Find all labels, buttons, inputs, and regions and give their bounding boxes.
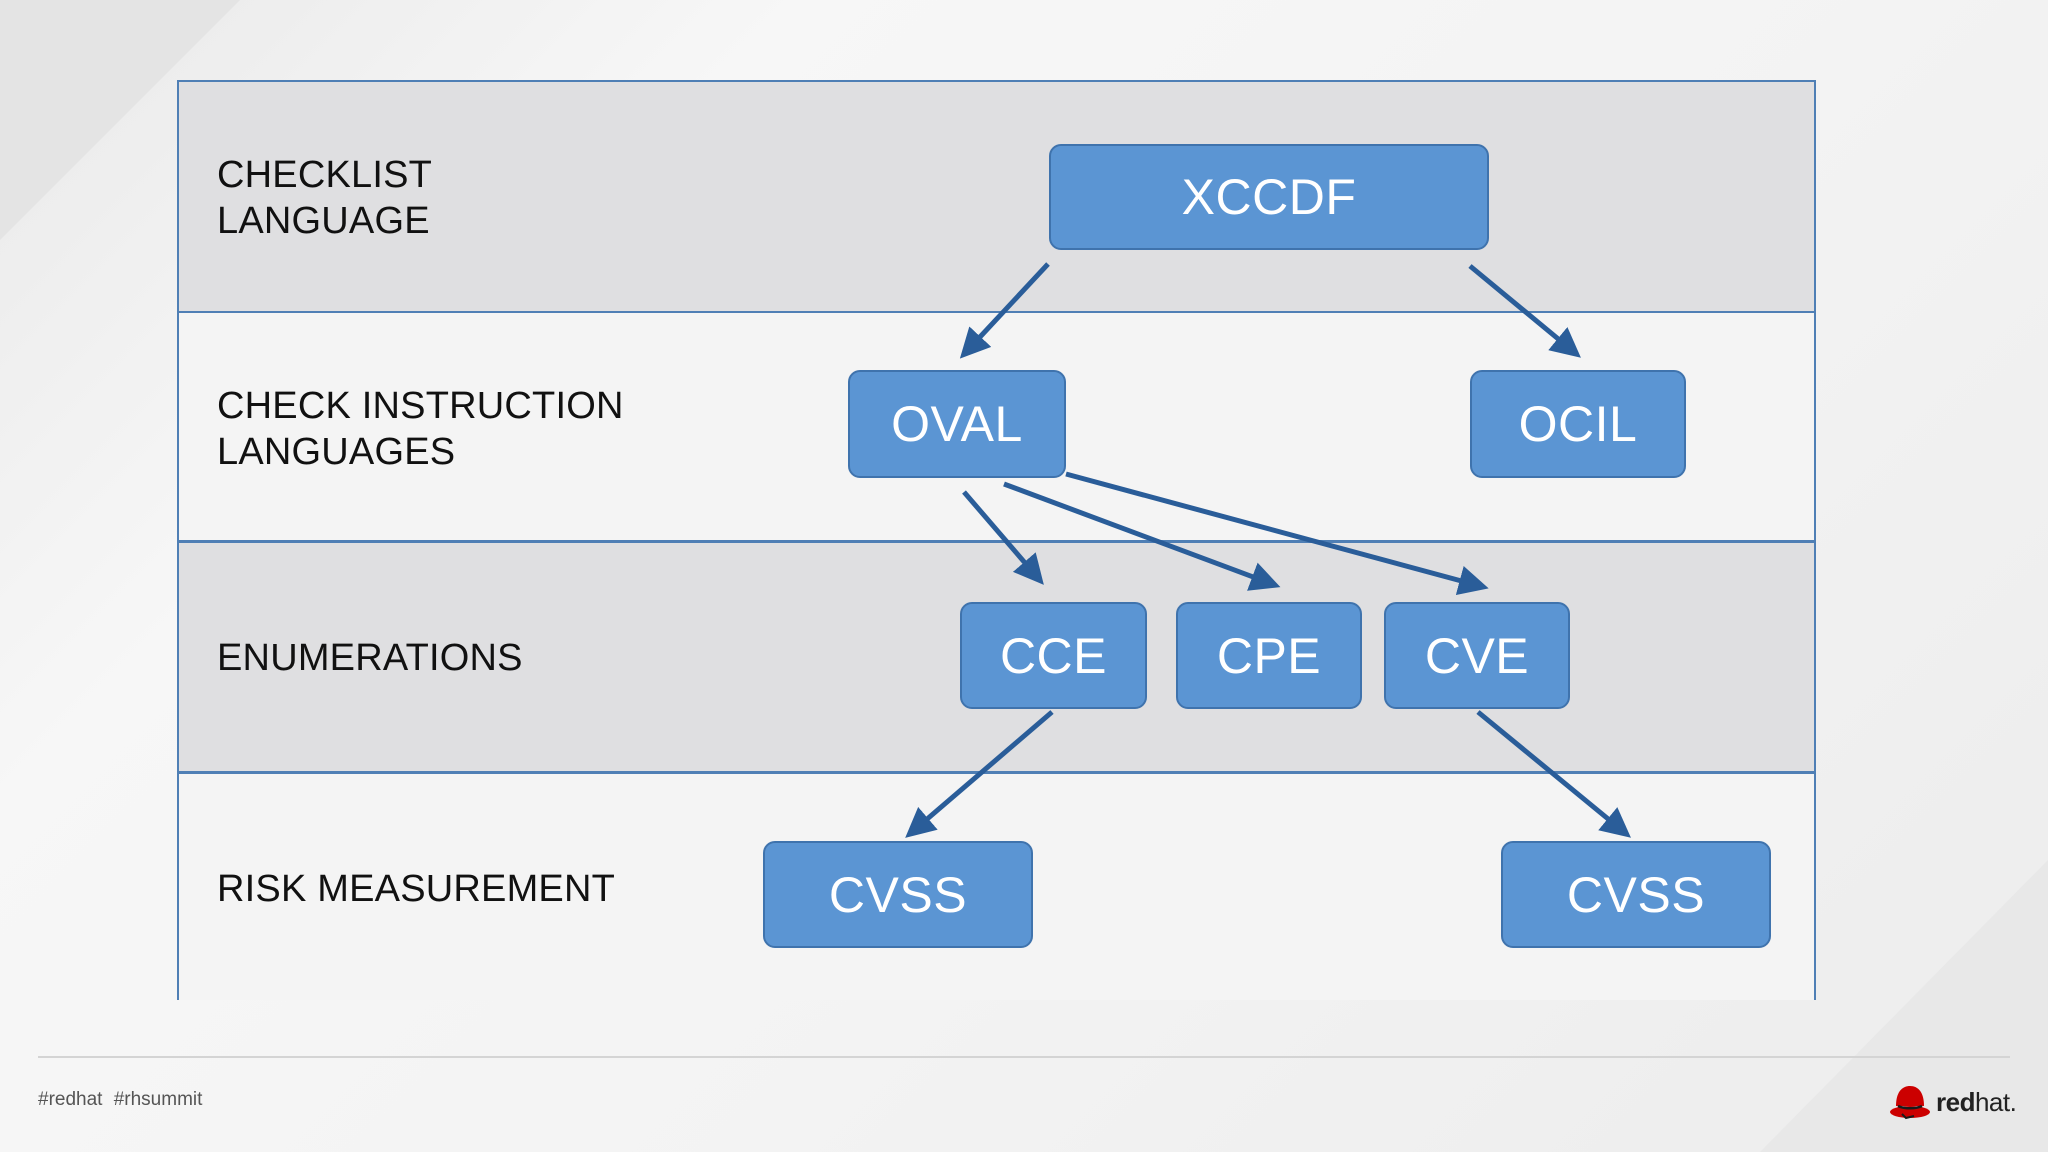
brand-wordmark: redhat. [1936,1086,2017,1118]
node-ocil: OCIL [1470,370,1686,478]
node-xccdf: XCCDF [1049,144,1489,250]
footer-divider [38,1056,2010,1058]
brand-wordmark-bold: red [1936,1086,1975,1117]
node-cvss-left: CVSS [763,841,1033,948]
row-label-enumerations: ENUMERATIONS [217,637,523,679]
row-label-risk-measurement: RISK MEASUREMENT [217,868,616,910]
row-label-checklist-language: CHECKLIST LANGUAGE [217,154,433,242]
node-cve: CVE [1384,602,1570,709]
node-cpe: CPE [1176,602,1362,709]
row-checklist-language: CHECKLIST LANGUAGE [179,82,1814,311]
row-label-check-instruction-languages: CHECK INSTRUCTION LANGUAGES [217,385,624,473]
scap-diagram: CHECKLIST LANGUAGE CHECK INSTRUCTION LAN… [177,80,1816,1000]
brand-wordmark-light: hat. [1974,1086,2017,1117]
redhat-shadowman-icon [1890,1086,1930,1120]
node-cce: CCE [960,602,1147,709]
footer-hashtags: #redhat #rhsummit [38,1089,203,1110]
brand-logo: redhat. [1888,1082,2017,1122]
node-cvss-right: CVSS [1501,841,1771,948]
node-oval: OVAL [848,370,1066,478]
